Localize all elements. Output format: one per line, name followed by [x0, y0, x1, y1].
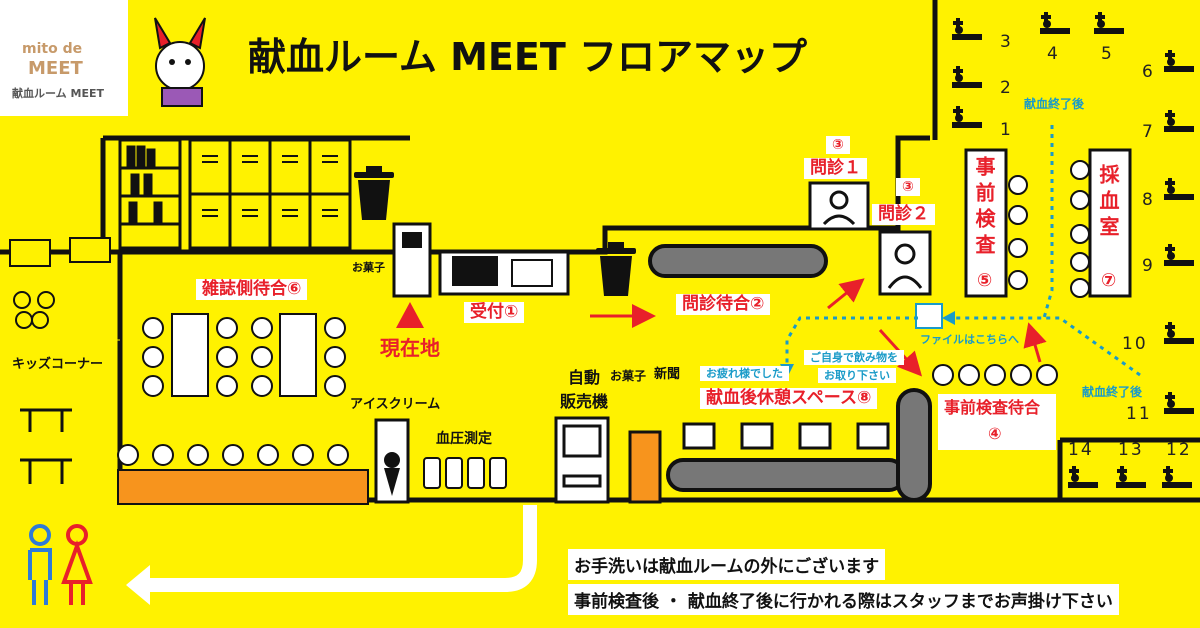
bed-number-14: 14: [1068, 440, 1094, 460]
file-box-icon: [915, 303, 943, 329]
bed-number-13: 13: [1118, 440, 1144, 460]
bed-icon: [1162, 320, 1196, 350]
pre-exam-wait-number: ④: [988, 424, 1002, 443]
ice-cream-label: アイスクリーム: [350, 397, 441, 412]
blood-room-label: 採血室: [1096, 164, 1120, 242]
bed-number-8: 8: [1142, 190, 1155, 210]
toilet-icon: [28, 524, 93, 605]
magazine-wait-label: 雑誌側待合⑥: [196, 279, 308, 300]
drinks-label-1: ご自身で飲み物を: [804, 350, 904, 365]
note-toilet: お手洗いは献血ルームの外にございます: [568, 549, 886, 580]
bed-number-3: 3: [1000, 32, 1013, 52]
interview2-number: ③: [896, 178, 920, 196]
mascot-image: [140, 8, 220, 108]
vending-machine-icon: [554, 416, 610, 504]
bed-number-4: 4: [1047, 44, 1060, 64]
bed-icon: [950, 64, 984, 94]
toilet-direction-arrow: [150, 505, 537, 592]
counter: [117, 444, 369, 505]
rest-space-seats: [682, 422, 890, 450]
snacks-top-label: お菓子: [352, 261, 385, 274]
bed-icon: [950, 104, 984, 134]
pre-exam-number: ⑤: [977, 270, 993, 291]
blood-pressure-label: 血圧測定: [436, 431, 492, 447]
interview1-label: 問診１: [804, 158, 867, 179]
after-donation-top-label: 献血終了後: [1024, 97, 1085, 111]
kids-corner-label: キッズコーナー: [12, 357, 104, 372]
thanks-label: お疲れ様でした: [700, 366, 789, 381]
bed-icon: [1066, 464, 1100, 494]
note-staff: 事前検査後 ・ 献血終了後に行かれる際はスタッフまでお声掛け下さい: [568, 584, 1119, 615]
trash-icon: [596, 242, 636, 296]
bench: [666, 458, 906, 492]
interview1-number: ③: [826, 136, 850, 154]
bed-number-6: 6: [1142, 62, 1155, 82]
bench: [896, 388, 932, 502]
bed-number-9: 9: [1142, 256, 1155, 276]
snacks-label: お菓子: [610, 369, 647, 383]
bed-icon: [1114, 464, 1148, 494]
pre-exam-room: [964, 148, 1008, 298]
vending-label-1: 自動: [568, 368, 601, 387]
newspaper-label: 新聞: [654, 367, 681, 382]
logo-box: [0, 0, 128, 116]
page-title: 献血ルーム MEET フロアマップ: [248, 35, 807, 79]
current-location-marker: [396, 302, 424, 328]
pre-exam-label: 事前検査: [972, 156, 996, 260]
rest-space-label: 献血後休憩スペース⑧: [700, 388, 878, 409]
vending-label-2: 販売機: [560, 392, 609, 411]
doctor-icon: [878, 230, 932, 296]
bed-icon: [950, 16, 984, 46]
bed-number-7: 7: [1142, 122, 1155, 142]
bed-icon: [1162, 108, 1196, 138]
blood-room: [1088, 148, 1132, 298]
locker-icon: [188, 138, 352, 250]
blood-pressure-icon: [423, 457, 507, 489]
pre-exam-wait-label: 事前検査待合: [944, 398, 1041, 417]
snack-shelf: [628, 430, 662, 504]
bed-icon: [1160, 464, 1194, 494]
kids-icon: [9, 237, 111, 329]
interview-wait-label: 問診待合②: [676, 294, 771, 315]
interview2-label: 問診２: [872, 204, 935, 225]
doctor-icon: [808, 181, 870, 231]
logo-line1: mito de: [22, 41, 83, 57]
bookshelf-icon: [118, 138, 182, 250]
after-donation-bottom-label: 献血終了後: [1082, 385, 1143, 399]
blood-room-number: ⑦: [1101, 270, 1117, 291]
bed-icon: [1092, 10, 1126, 40]
bed-number-2: 2: [1000, 78, 1013, 98]
table-chair-icon: [20, 408, 72, 484]
file-here-label: ファイルはこちらへ: [920, 333, 1019, 346]
bed-icon: [1038, 10, 1072, 40]
bed-number-12: 12: [1166, 440, 1192, 460]
bed-number-11: 11: [1126, 404, 1152, 424]
drinks-label-2: お取り下さい: [818, 368, 896, 383]
after-donation-path: [785, 125, 1141, 377]
bed-number-1: 1: [1000, 120, 1013, 140]
current-location-label: 現在地: [380, 336, 440, 360]
logo-line2: MEET: [28, 58, 83, 79]
pre-exam-wait-seats: [932, 364, 1058, 386]
bed-icon: [1162, 48, 1196, 78]
table-chair-group: [142, 313, 346, 397]
trash-icon: [354, 166, 394, 220]
pre-exam-wait-box: [938, 394, 1056, 450]
reception-label: 受付①: [464, 302, 525, 323]
bench: [648, 244, 828, 278]
bed-number-10: 10: [1122, 334, 1148, 354]
bed-icon: [1162, 390, 1196, 420]
bed-icon: [1162, 176, 1196, 206]
logo-line3: 献血ルーム MEET: [12, 87, 104, 100]
bed-icon: [1162, 242, 1196, 272]
bed-number-5: 5: [1101, 44, 1114, 64]
